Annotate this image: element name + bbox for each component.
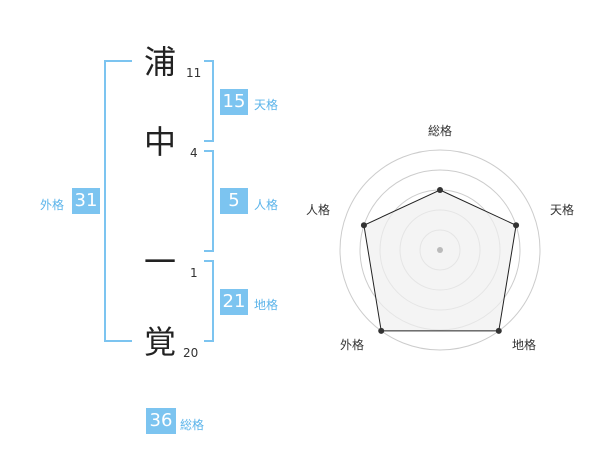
gaikaku-label: 外格 [40,198,65,212]
stroke-count-2: 4 [190,146,198,160]
radar-point-soukaku [437,187,443,193]
tenkaku-value: 15 [220,89,248,115]
tenkaku-label: 天格 [254,98,279,112]
radar-center [437,247,443,253]
chikaku-bracket [204,260,214,342]
soukaku-value: 36 [146,408,176,434]
stroke-count-3: 1 [190,266,198,280]
name-char-3: 一 [143,243,176,281]
radar-point-tenkaku [513,222,520,229]
radar-label-bottom-left: 外格 [339,338,364,352]
gaikaku-value: 31 [72,188,100,214]
stroke-count-1: 11 [186,66,202,80]
radar-label-right: 天格 [549,203,574,217]
radar-label-bottom-right: 地格 [511,338,536,352]
chikaku-value: 21 [220,289,248,315]
radar-chart [339,149,541,351]
radar-grid-ring [339,149,541,351]
radar-point-gaikaku [378,327,385,334]
radar-label-left: 人格 [305,203,330,217]
jinkaku-label: 人格 [254,198,279,212]
chikaku-label: 地格 [254,298,279,312]
jinkaku-bracket [204,150,214,252]
radar-point-chikaku [495,327,502,334]
name-char-4: 覚 [143,323,176,361]
gaikaku-bracket [104,60,132,342]
radar-label-top: 総格 [427,124,452,138]
name-char-2: 中 [143,123,176,161]
name-char-1: 浦 [143,43,176,81]
soukaku-label: 総格 [180,418,205,432]
jinkaku-value: 5 [220,188,248,214]
radar-point-jinkaku [360,222,367,229]
stroke-count-4: 20 [183,346,199,360]
radar-polygon [363,189,517,332]
tenkaku-bracket [204,60,214,142]
